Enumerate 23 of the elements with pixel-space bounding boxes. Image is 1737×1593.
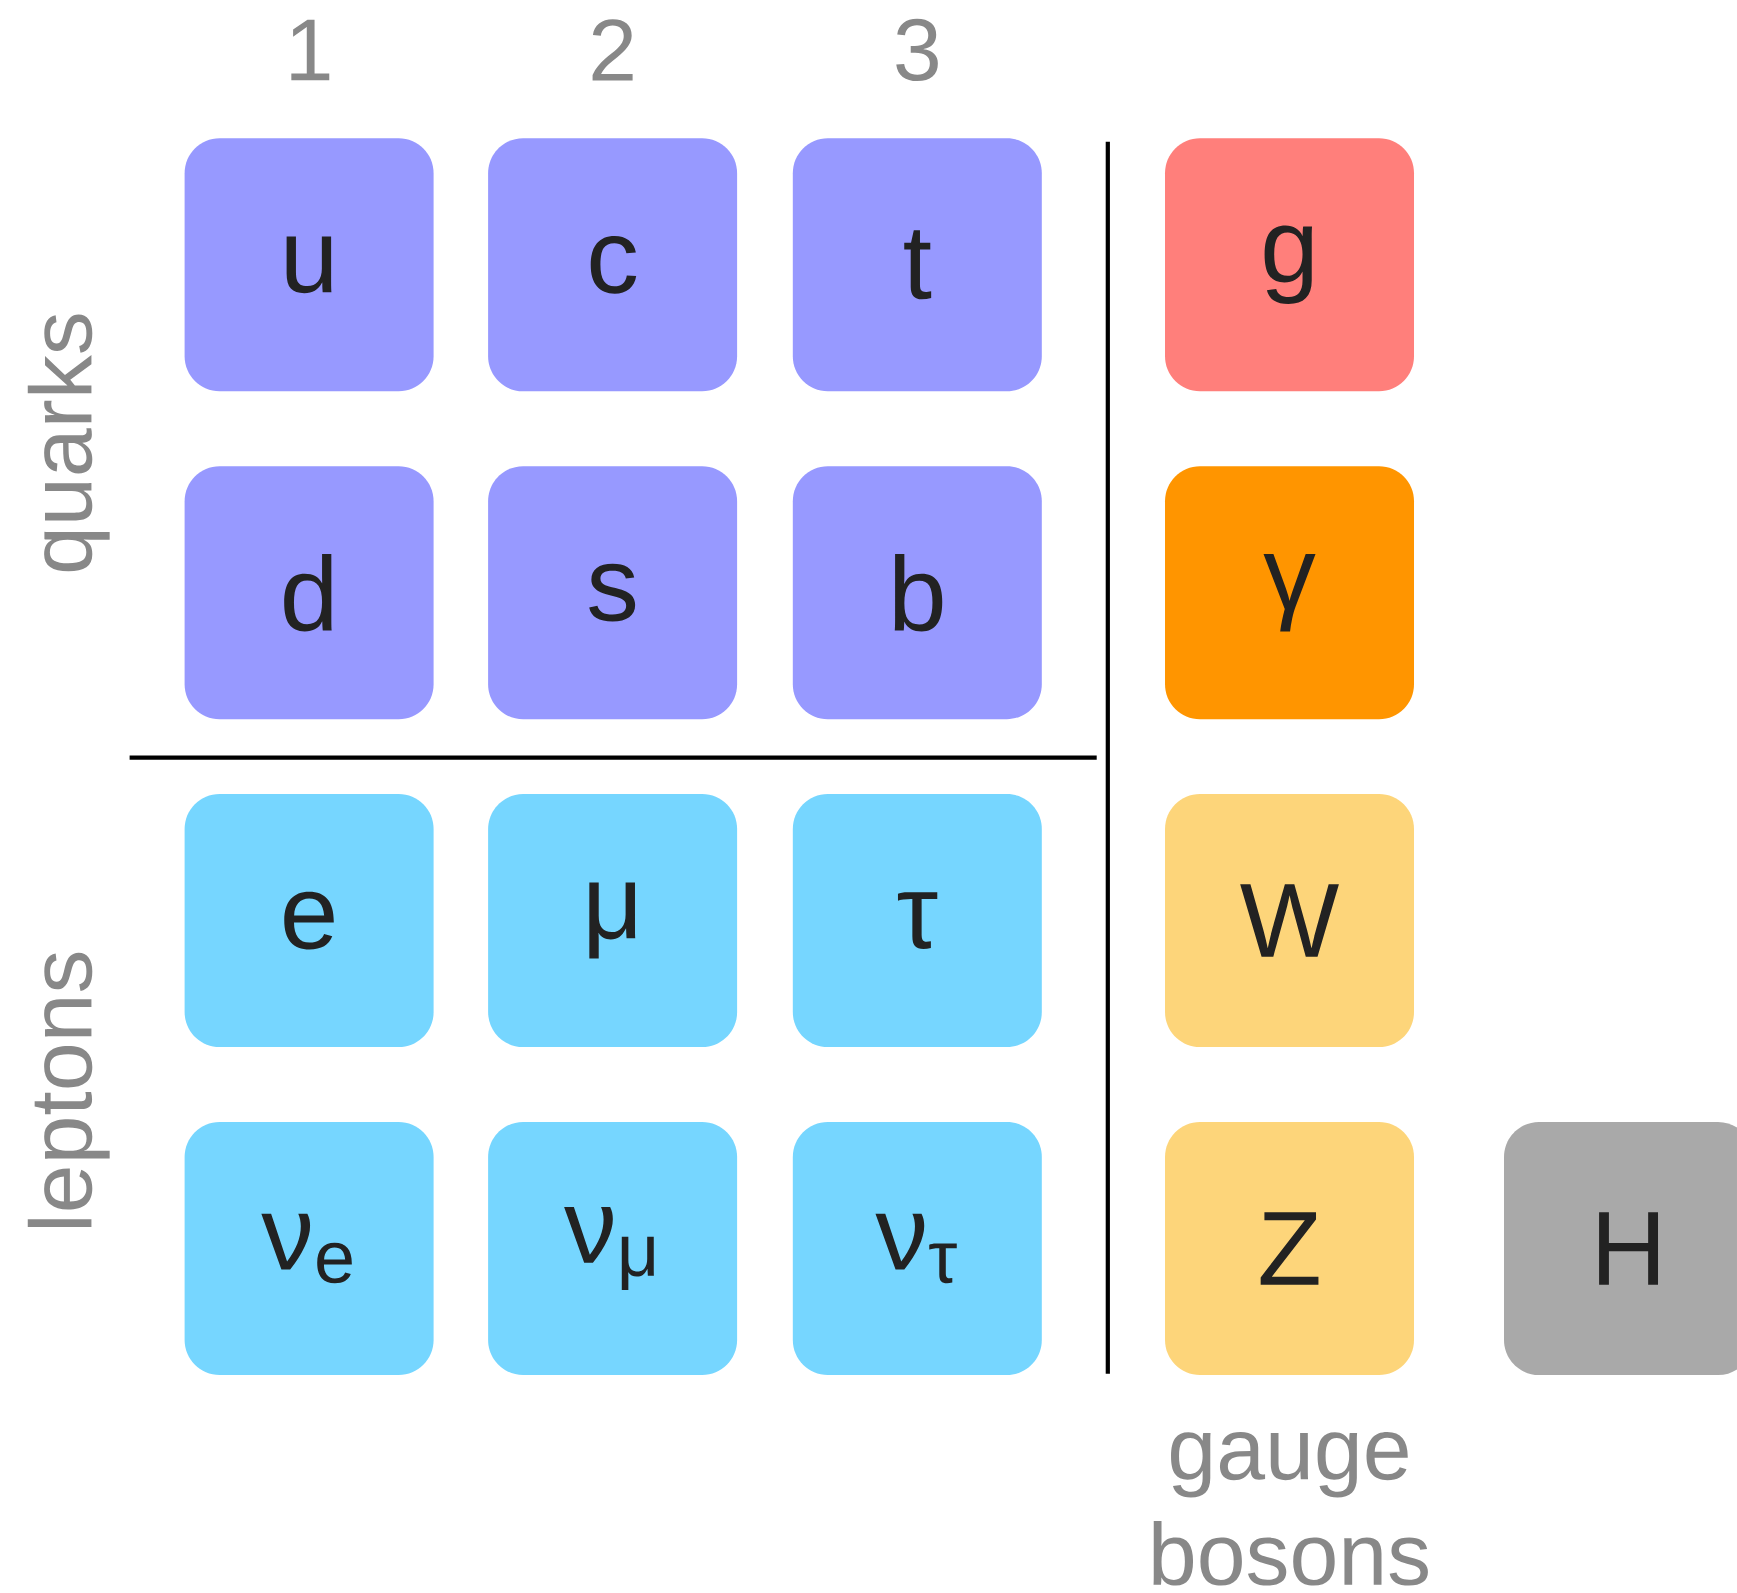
particle-box: d <box>184 466 434 720</box>
row-label: quarks <box>27 314 110 572</box>
particle-box: c <box>488 138 738 392</box>
particle-box: u <box>184 138 434 392</box>
column-number: 1 <box>291 19 330 81</box>
particle-box: e <box>184 794 434 1048</box>
particle-box: b <box>792 466 1042 720</box>
particle-box: t <box>792 138 1042 392</box>
particle-box: τ <box>792 794 1042 1048</box>
particle-box: ν$_{τ}$ <box>792 1122 1042 1375</box>
particle-box: γ <box>1165 466 1414 720</box>
particle-box: H <box>1504 1122 1737 1375</box>
particle-box: W <box>1165 794 1414 1048</box>
row-label: leptons <box>27 952 110 1227</box>
particle-box: Z <box>1165 1122 1414 1375</box>
particle-box: s <box>488 466 738 720</box>
particle-box: ν$_{e}$ <box>184 1122 434 1375</box>
particle-box: ν$_{μ}$ <box>488 1122 738 1375</box>
group-label: gauge bosons <box>1153 1432 1428 1586</box>
particle-box: μ <box>488 794 738 1048</box>
column-number: 2 <box>592 19 633 81</box>
particle-box: g <box>1165 138 1414 392</box>
column-number: 3 <box>896 18 938 82</box>
